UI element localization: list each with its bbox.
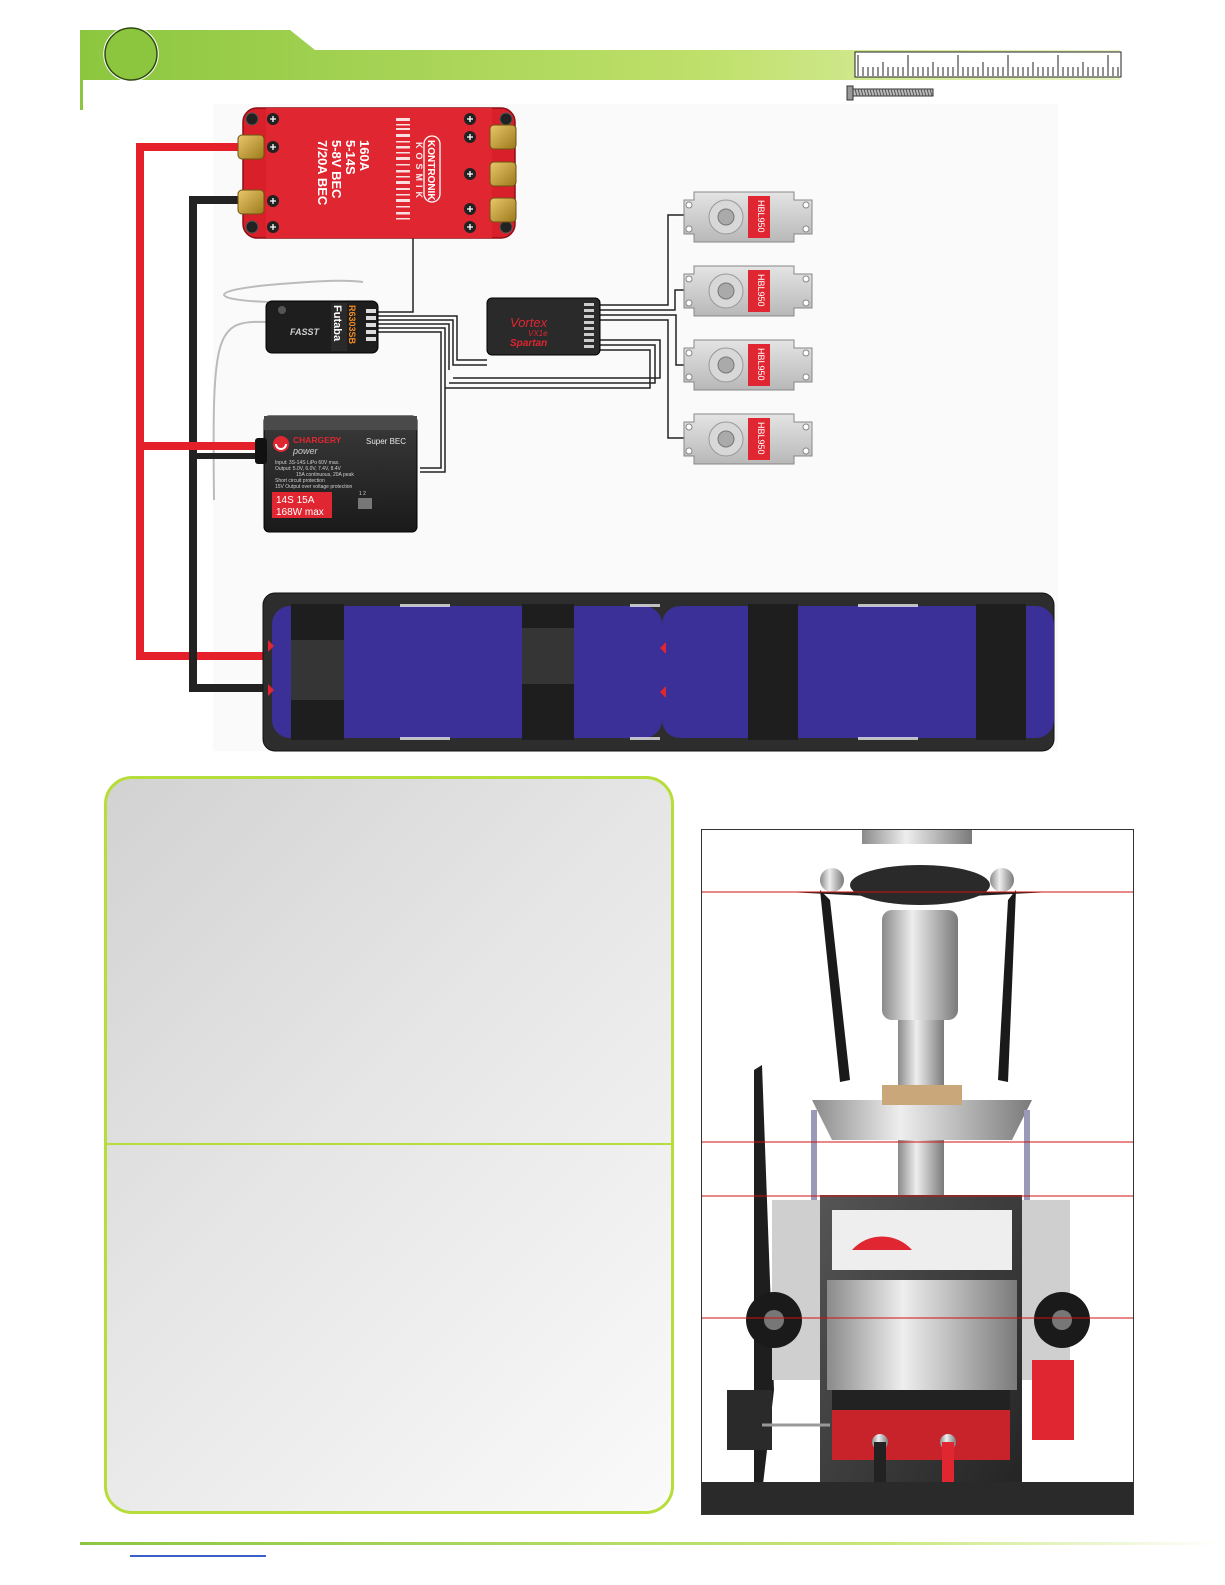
- flybarless-series: VX1e: [528, 329, 548, 338]
- esc-spec-1: 160A: [357, 140, 372, 172]
- step-number-circle: [103, 26, 159, 82]
- esc-spec-4: 7/20A BEC: [315, 140, 330, 206]
- bec-spec-line: 15V Output over voltage protection: [275, 484, 352, 490]
- receiver-model: R6303SB: [347, 305, 357, 345]
- battery-connectors: [268, 640, 666, 698]
- ruler-scale: [854, 51, 1122, 78]
- super-bec: CHARGERY power Super BEC Input: 3S-14S L…: [255, 415, 418, 533]
- screw-icon: [846, 85, 934, 101]
- bec-rating-2: 168W max: [276, 507, 324, 518]
- wiring-diagram: 160A 5-14S 5-8V BEC 7/20A BEC KONTRONIK …: [136, 104, 1058, 752]
- battery-straps: [291, 604, 1026, 740]
- bec-switch-label: 1 2: [359, 491, 366, 497]
- bec-spec-line: Input: 3S-14S LiPo 60V max.: [275, 460, 339, 466]
- footer-rule: [80, 1542, 1220, 1545]
- bec-spec-line: Short circuit protection: [275, 478, 325, 484]
- bec-brand: CHARGERY: [293, 435, 342, 445]
- battery-pack: [262, 592, 1055, 752]
- esc-spec-3: 5-8V BEC: [329, 140, 344, 199]
- flybarless-unit: Vortex VX1e Spartan: [486, 297, 601, 356]
- bec-rating-box: [272, 492, 332, 518]
- esc-mount-holes: [245, 112, 513, 234]
- antenna-wire: [223, 279, 364, 303]
- bec-sub: power: [292, 446, 319, 456]
- footer-link-underline: [130, 1555, 266, 1557]
- esc-model: KOSMIK: [414, 142, 424, 202]
- flybarless-pins: [584, 303, 594, 348]
- servo-model-label: HBL950: [756, 348, 766, 381]
- flybarless-brand: Vortex: [510, 315, 548, 330]
- bec-name: Super BEC: [366, 437, 406, 446]
- panel-divider: [107, 1143, 671, 1145]
- bec-rating-1: 14S 15A: [276, 495, 315, 506]
- bec-dip-switch: [358, 498, 372, 509]
- servo: HBL950: [683, 191, 813, 243]
- receiver-brand: Futaba: [331, 305, 343, 342]
- header-band: [80, 26, 1122, 110]
- instruction-panel: [104, 776, 674, 1514]
- signal-wires: [376, 214, 685, 473]
- flybarless-name: Spartan: [510, 338, 547, 349]
- servo-model-label: HBL950: [756, 274, 766, 307]
- reference-lines: [702, 891, 1133, 1319]
- receiver-pins: [366, 309, 376, 341]
- bec-spec-line: Output: 5.0V, 6.0V, 7.4V, 8.4V: [275, 466, 342, 472]
- rotor-head-photo: [701, 829, 1134, 1515]
- esc-spec-2: 5-14S: [343, 140, 358, 175]
- rotor-head-illustration: [702, 830, 1133, 1514]
- servo-model-label: HBL950: [756, 422, 766, 455]
- esc-power-terminals: [237, 124, 517, 223]
- servo-model-label: HBL950: [756, 200, 766, 233]
- servo: HBL950: [683, 265, 813, 317]
- esc-barcode: [396, 118, 410, 220]
- servo: HBL950: [683, 413, 813, 465]
- esc-controller: 160A 5-14S 5-8V BEC 7/20A BEC KONTRONIK …: [237, 107, 517, 239]
- esc-brand: KONTRONIK: [425, 140, 436, 201]
- receiver-system: FASST: [290, 327, 321, 337]
- servo: HBL950: [683, 339, 813, 391]
- receiver: Futaba R6303SB FASST: [265, 300, 379, 354]
- bec-spec-line: 15A continuous, 20A peak: [296, 472, 354, 478]
